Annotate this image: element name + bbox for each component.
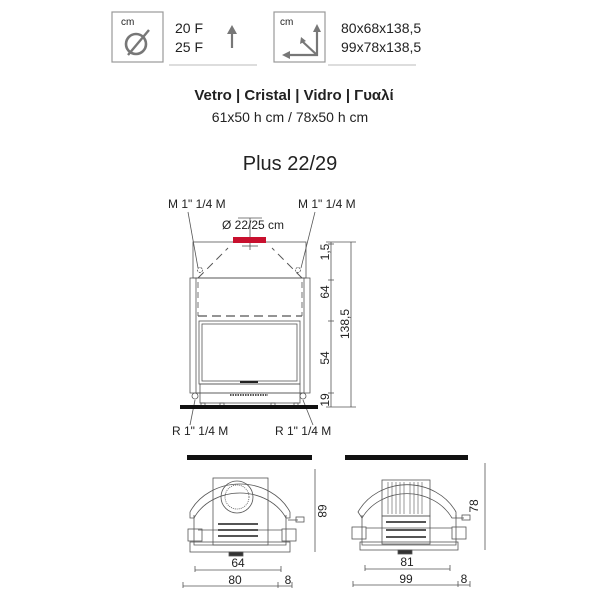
inner-width-label-1: 64 [231, 556, 245, 570]
bottom-left-fitting-label: R 1" 1/4 M [172, 424, 228, 438]
diameter-value-1: 20 F [175, 20, 203, 36]
height-label-1: 1,5 [318, 243, 332, 260]
total-height-label: 138,5 [338, 309, 352, 339]
flue-outlet [233, 237, 266, 243]
dimension-value-2: 99x78x138,5 [341, 39, 421, 55]
arrow-up-icon [227, 25, 237, 48]
top-left-fitting-label: M 1" 1/4 M [168, 197, 226, 211]
top-view-2-drawing [351, 463, 486, 587]
diameter-value-2: 25 F [175, 39, 203, 55]
front-view-drawing [187, 211, 316, 426]
height-label-3: 54 [318, 351, 332, 365]
unit-label: cm [121, 17, 134, 28]
side-label-2: 8 [461, 572, 468, 586]
bottom-right-fitting-label: R 1" 1/4 M [275, 424, 331, 438]
floor-line [180, 405, 318, 409]
width-label-2: 99 [399, 572, 413, 586]
model-title: Plus 22/29 [243, 153, 338, 175]
width-label-1: 80 [228, 573, 242, 587]
unit-label: cm [280, 17, 293, 28]
inner-width-label-2: 81 [400, 555, 414, 569]
depth-label-2: 78 [467, 499, 481, 513]
dimension-value-1: 80x68x138,5 [341, 20, 421, 36]
height-dimension-lines [326, 241, 356, 408]
wall-line [187, 455, 312, 460]
glass-sizes: 61x50 h cm / 78x50 h cm [212, 109, 368, 125]
side-label-1: 8 [285, 573, 292, 587]
dimensions-box: cm 80x68x138,5 99x78x138,5 [273, 11, 421, 66]
height-label-2: 64 [318, 285, 332, 299]
flue-diameter-label: Ø 22/25 cm [222, 218, 284, 232]
diameter-box: cm 20 F 25 F [111, 11, 257, 66]
wall-line [345, 455, 468, 460]
glass-title: Vetro | Cristal | Vidro | Γυαλί [194, 87, 393, 104]
top-right-fitting-label: M 1" 1/4 M [298, 197, 356, 211]
depth-label-1: 68 [315, 504, 329, 518]
top-view-1-drawing [182, 469, 316, 588]
height-label-4: 19 [318, 393, 332, 407]
diameter-icon [124, 29, 150, 56]
dimensions-axes-icon [282, 24, 321, 59]
